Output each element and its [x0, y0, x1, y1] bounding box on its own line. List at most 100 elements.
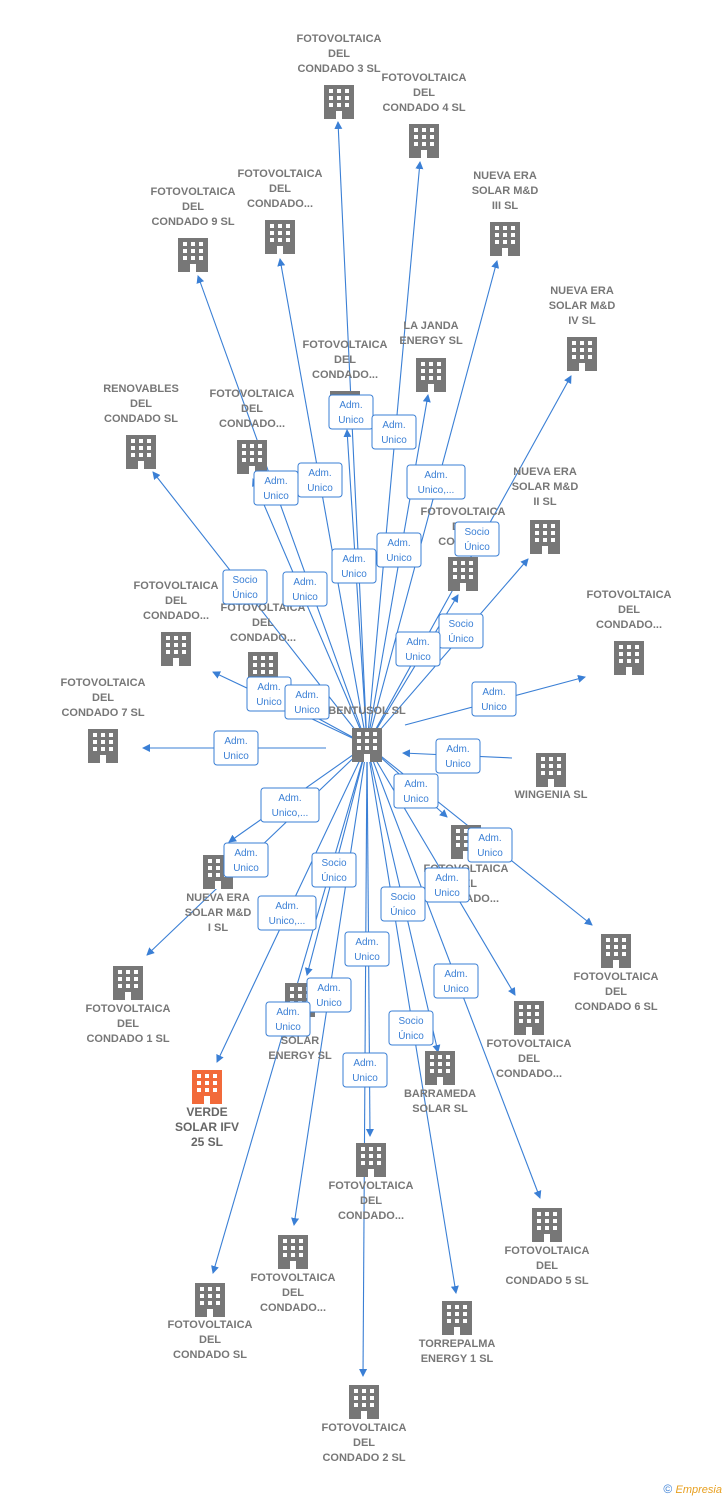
- relation-badge[interactable]: Adm.Unico: [344, 931, 390, 967]
- building-icon: [352, 728, 382, 762]
- node-ndE[interactable]: FOTOVOLTAICADELCONDADO...: [134, 580, 219, 666]
- relation-badge[interactable]: Adm.Unico: [306, 977, 352, 1013]
- badge-text: Adm.: [308, 468, 331, 479]
- node-ndB[interactable]: FOTOVOLTAICADELCONDADO...: [303, 339, 388, 425]
- node-label-line: DEL: [518, 1053, 540, 1065]
- building-icon: [532, 1208, 562, 1242]
- badge-text: Unico: [381, 435, 407, 446]
- copyright-footer[interactable]: © Empresia: [663, 1482, 722, 1496]
- node-center[interactable]: BENTUSOL SL: [328, 705, 406, 762]
- relation-badge[interactable]: Adm.Unico: [331, 548, 377, 584]
- building-icon: [195, 1283, 225, 1317]
- badge-box: [222, 569, 268, 605]
- node-label-line: DEL: [199, 1334, 221, 1346]
- relation-badge[interactable]: Adm.Unico,...: [260, 787, 320, 823]
- node-label-line: DEL: [182, 201, 204, 213]
- node-label-line: NUEVA ERA: [513, 466, 577, 478]
- node-label-line: NUEVA ERA: [186, 892, 250, 904]
- node-label-line: CONDADO 2 SL: [322, 1452, 405, 1464]
- node-ne1[interactable]: NUEVA ERA SOLAR M&D I SL: [185, 855, 252, 934]
- relation-badge[interactable]: Adm.Unico: [246, 676, 292, 712]
- building-icon: [349, 1385, 379, 1419]
- relation-badge[interactable]: Adm.Unico: [213, 730, 259, 766]
- badge-text: Socio: [398, 1016, 423, 1027]
- relation-badge[interactable]: Adm.Unico: [284, 684, 330, 720]
- badge-text: Adm.: [275, 901, 298, 912]
- node-ndK[interactable]: FOTOVOLTAICADELCONDADO...: [251, 1235, 336, 1314]
- relation-badge[interactable]: Adm.Unico: [395, 631, 441, 667]
- node-label-line: DEL: [353, 1437, 375, 1449]
- badge-text: Unico: [481, 702, 507, 713]
- badge-text: Adm.: [293, 577, 316, 588]
- relation-badge[interactable]: Adm.Unico: [253, 470, 299, 506]
- node-label-line: SOLAR M&D: [185, 907, 252, 919]
- node-label-line: DEL: [92, 692, 114, 704]
- building-icon: [425, 1051, 455, 1085]
- relation-badge[interactable]: Adm.Unico,...: [406, 464, 466, 500]
- node-ndA[interactable]: FOTOVOLTAICADELCONDADO...: [238, 168, 323, 254]
- node-label-line: SOLAR M&D: [549, 300, 616, 312]
- badge-text: Unico: [341, 569, 367, 580]
- badge-text: Adm.: [355, 937, 378, 948]
- node-ndG[interactable]: FOTOVOLTAICADELCONDADO...: [587, 589, 672, 675]
- node-win[interactable]: WINGENIA SL: [515, 753, 588, 801]
- relation-badge[interactable]: Adm.Unico: [297, 462, 343, 498]
- badge-box: [424, 867, 470, 903]
- relation-badge[interactable]: Adm.Unico: [282, 571, 328, 607]
- node-ndI[interactable]: FOTOVOLTAICADELCONDADO...: [487, 1001, 572, 1080]
- node-label-line: FOTOVOLTAICA: [587, 589, 672, 601]
- node-label-line: I SL: [208, 922, 228, 934]
- node-label-line: CONDADO...: [230, 632, 296, 644]
- node-label-line: DEL: [328, 48, 350, 60]
- node-ndC[interactable]: FOTOVOLTAICADELCONDADO...: [210, 388, 295, 474]
- relation-badge[interactable]: Adm.Unico: [376, 532, 422, 568]
- node-label-line: DEL: [117, 1018, 139, 1030]
- edge-line-n3: [334, 121, 368, 746]
- badge-text: Unico: [434, 888, 460, 899]
- node-ndJ[interactable]: FOTOVOLTAICADELCONDADO...: [329, 1143, 414, 1222]
- relation-badge[interactable]: Adm.Unico: [342, 1052, 388, 1088]
- relation-badge[interactable]: Adm.Unico: [433, 963, 479, 999]
- building-icon: [237, 440, 267, 474]
- relation-badge[interactable]: Adm.Unico: [435, 738, 481, 774]
- relation-badge[interactable]: Adm.Unico: [371, 414, 417, 450]
- badge-box: [297, 462, 343, 498]
- relation-badge[interactable]: Adm.Unico: [393, 773, 439, 809]
- relation-badge[interactable]: Adm.Unico: [265, 1001, 311, 1037]
- relation-badge[interactable]: Adm.Unico: [467, 827, 513, 863]
- relation-badge[interactable]: Adm.Unico: [471, 681, 517, 717]
- badge-text: Adm.: [278, 793, 301, 804]
- node-label-line: FOTOVOLTAICA: [151, 186, 236, 198]
- relation-badge[interactable]: Adm.Unico,...: [257, 895, 317, 931]
- badge-text: Unico: [386, 553, 412, 564]
- edge-line-lj: [366, 394, 431, 746]
- node-ndF[interactable]: FOTOVOLTAICADELCONDADO...: [221, 602, 306, 686]
- relation-badge[interactable]: Adm.Unico: [424, 867, 470, 903]
- relation-badge[interactable]: Adm.Unico: [328, 394, 374, 430]
- relation-badge[interactable]: Adm.Unico: [223, 842, 269, 878]
